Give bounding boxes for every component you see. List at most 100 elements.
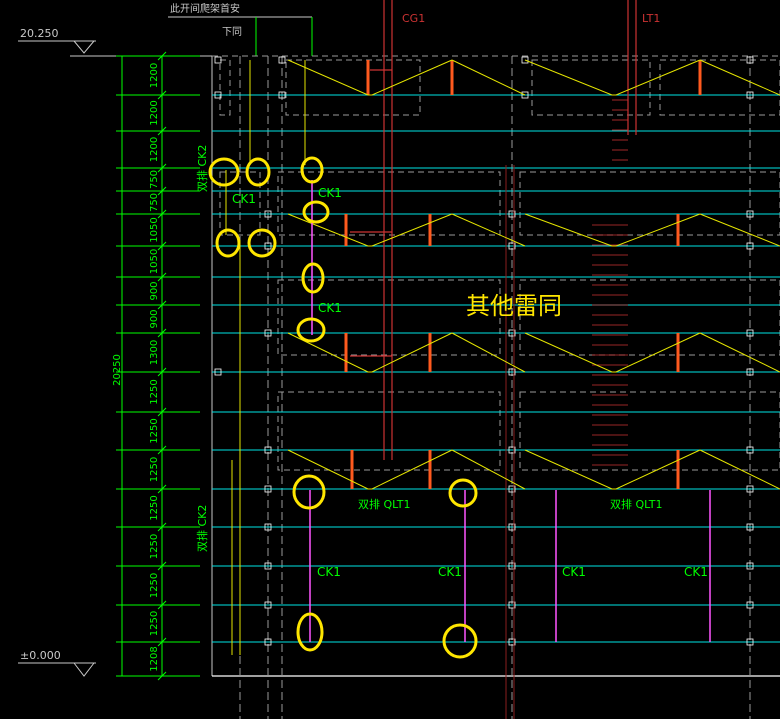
highlight-circle: [302, 200, 330, 224]
ck1-label-e: CK1: [438, 565, 462, 579]
beam-node: [508, 562, 516, 570]
beam-node: [278, 56, 286, 64]
highlight-circle: [301, 262, 325, 294]
highlight-circle: [247, 228, 277, 258]
dimension-slash: [157, 300, 167, 310]
highlight-circle: [208, 157, 240, 187]
frame-dashed-box: [219, 59, 231, 116]
elevation-top-label: 20.250: [20, 27, 59, 40]
dimension-value: 1200: [149, 137, 160, 162]
elevation-marker-bottom: ±0.000: [18, 649, 96, 677]
beam-node: [214, 368, 222, 376]
frame-dashed-box: [277, 279, 501, 356]
qlt1-label-b: 双排 QLT1: [610, 497, 663, 511]
brace-diagonal: [451, 449, 526, 490]
dimension-slash: [157, 163, 167, 173]
frame-dashed-box: [659, 59, 780, 116]
brace-v: [287, 59, 453, 96]
brace-v: [524, 59, 701, 96]
dimension-value: 1250: [149, 573, 160, 598]
dimension-value: 750: [149, 170, 160, 189]
beam-node: [521, 56, 529, 64]
dimension-slash: [157, 561, 167, 571]
highlight-circle: [215, 228, 241, 258]
frame-dashed-box: [531, 59, 651, 116]
dimension-value: 1208: [149, 646, 160, 671]
beam-node: [264, 210, 272, 218]
dimension-value: 1250: [149, 534, 160, 559]
frame-dashed-box: [519, 171, 780, 236]
beam-node: [746, 56, 754, 64]
floor-beams: [212, 56, 780, 646]
brace-v: [287, 449, 453, 490]
dimension-slash: [157, 272, 167, 282]
beam-node: [746, 91, 754, 99]
dimension-slash: [157, 51, 167, 61]
scaffold-frame: [211, 55, 780, 719]
frame-dashed-box: [519, 391, 780, 471]
beam-node: [746, 242, 754, 250]
diagonal-braces: [225, 59, 780, 655]
brace-diagonal: [699, 449, 780, 490]
beam-node: [264, 242, 272, 250]
beam-node: [264, 601, 272, 609]
ck1-label-g: CK1: [684, 565, 708, 579]
beam-node: [521, 91, 529, 99]
beam-node: [746, 446, 754, 454]
brace-diagonal: [451, 59, 526, 96]
dimension-slash: [157, 90, 167, 100]
dimension-value: 1250: [149, 379, 160, 404]
beam-node: [746, 368, 754, 376]
dimension-slash: [157, 241, 167, 251]
beam-node: [508, 523, 516, 531]
dimension-value: 900: [149, 309, 160, 328]
elevation-bottom-label: ±0.000: [20, 649, 61, 662]
beam-node: [264, 562, 272, 570]
dimension-slash: [157, 126, 167, 136]
beam-node: [508, 638, 516, 646]
frame-dashed-box: [277, 391, 501, 471]
brace-v: [524, 332, 701, 373]
qlt1-label-a: 双排 QLT1: [358, 497, 411, 511]
beam-node: [508, 210, 516, 218]
ck1-label-c: CK1: [318, 301, 342, 315]
column-lt1: LT1: [627, 0, 660, 135]
brace-diagonal: [699, 59, 780, 96]
brace-v: [524, 449, 701, 490]
dimension-value: 1050: [149, 217, 160, 242]
highlight-circle: [296, 612, 324, 652]
column-lt1-label: LT1: [642, 12, 660, 25]
brace-v: [287, 213, 453, 247]
highlight-circle: [245, 157, 271, 187]
brace-diagonal: [451, 213, 526, 247]
beam-node: [278, 91, 286, 99]
beam-node: [508, 485, 516, 493]
highlight-circles: [208, 156, 478, 659]
beam-node: [746, 562, 754, 570]
beam-node: [264, 485, 272, 493]
dimension-value: 750: [149, 193, 160, 212]
beam-node: [746, 638, 754, 646]
dimension-slash: [157, 671, 167, 681]
beam-node: [264, 329, 272, 337]
dimension-slash: [157, 186, 167, 196]
beam-node: [214, 91, 222, 99]
beam-node: [508, 242, 516, 250]
dimension-value: 900: [149, 281, 160, 300]
dimension-value: 1200: [149, 100, 160, 125]
header-note: 此开间爬架首安 下同: [168, 2, 313, 56]
ck1-label-b: CK1: [318, 186, 342, 200]
ck2-top-label: 双排 CK2: [195, 145, 209, 192]
dimension-slash: [157, 522, 167, 532]
beam-node: [508, 446, 516, 454]
beam-node: [264, 638, 272, 646]
dimension-slash: [157, 600, 167, 610]
total-height-label: 20250: [112, 354, 123, 386]
dimension-slash: [157, 484, 167, 494]
brace-diagonal: [451, 332, 526, 373]
beam-node: [746, 210, 754, 218]
highlight-circle: [296, 317, 326, 343]
dimension-slash: [157, 328, 167, 338]
beam-node: [264, 523, 272, 531]
